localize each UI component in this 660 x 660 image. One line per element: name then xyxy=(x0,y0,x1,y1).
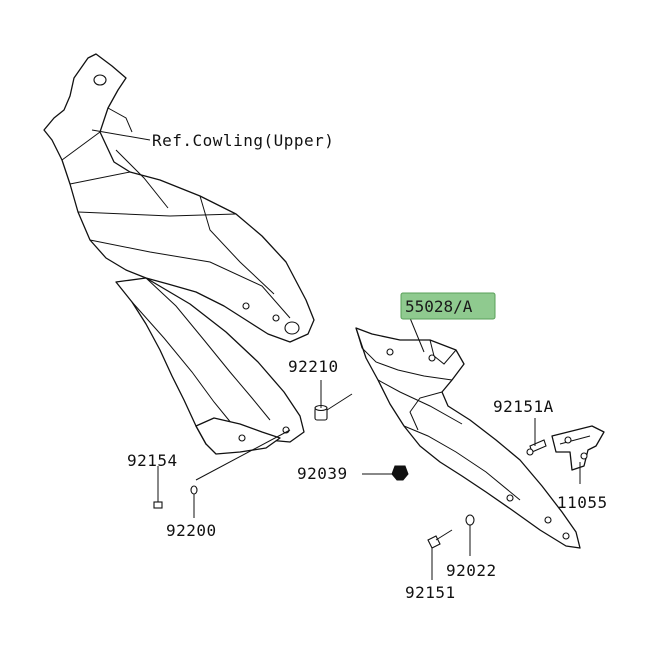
part-92151-label[interactable]: 92151 xyxy=(405,583,456,602)
part-92039-label[interactable]: 92039 xyxy=(297,464,348,483)
bolt-92151A xyxy=(526,439,547,456)
washer-92022 xyxy=(465,514,475,526)
part-11055-label[interactable]: 11055 xyxy=(557,493,608,512)
part-92151a-label[interactable]: 92151A xyxy=(493,397,554,416)
upper-cowling-shape xyxy=(43,53,315,343)
part-92154-label[interactable]: 92154 xyxy=(127,451,178,470)
part-92210-label[interactable]: 92210 xyxy=(288,357,339,376)
bracket-11055-shape xyxy=(551,425,605,471)
part-92200-label[interactable]: 92200 xyxy=(166,521,217,540)
leader-lines xyxy=(91,129,581,580)
part-92022-label[interactable]: 92022 xyxy=(446,561,497,580)
bolt-92151 xyxy=(427,529,453,549)
ref-cowling-upper-label: Ref.Cowling(Upper) xyxy=(152,131,334,150)
clip-92039 xyxy=(391,465,409,481)
lower-cowling-shape xyxy=(355,327,581,549)
bolt-92154 xyxy=(153,488,163,509)
part-55028-label[interactable]: 55028/A xyxy=(405,297,473,316)
left-side-cover-shape xyxy=(115,277,305,455)
part-55028-highlight xyxy=(400,292,496,320)
washer-92200 xyxy=(190,485,198,495)
